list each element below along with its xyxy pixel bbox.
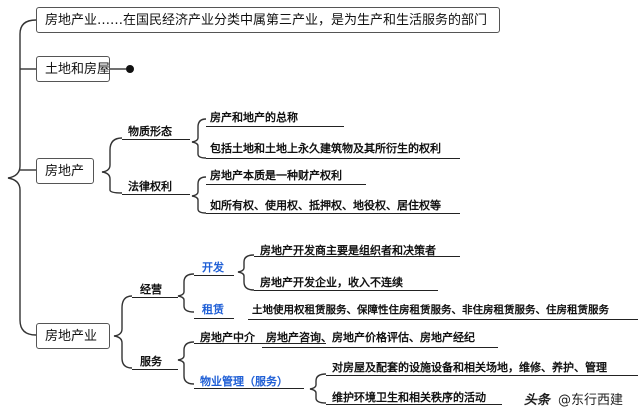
operation-brace: [177, 273, 195, 313]
develop-item-2: 房地产开发企业，收入不连续: [260, 276, 403, 289]
develop-item-1: 房地产开发商主要是组织者和决策者: [260, 244, 436, 257]
property-item-2: 维护环境卫生和相关秩序的活动: [332, 391, 486, 404]
property-brace: [309, 373, 327, 404]
legal-brace: [191, 176, 207, 214]
operation-label: 经营: [140, 283, 162, 296]
realestate-label: 房地产: [45, 163, 85, 179]
service-label: 服务: [140, 355, 162, 368]
property-item-1: 对房屋及配套的设施设备和相关场地，维修、养护、管理: [332, 361, 607, 374]
realestate-box: 房地产: [36, 158, 94, 184]
service-brace: [177, 341, 195, 385]
physical-brace: [191, 118, 207, 159]
land-house-label: 土地和房屋: [45, 61, 111, 77]
bullet-dot: [126, 65, 134, 73]
realestate-brace: [101, 137, 123, 194]
lease-text: 土地使用权租赁服务、保障性住房租赁服务、非住房租赁服务、住房租赁服务: [252, 304, 609, 316]
industry-box: 房地产业: [36, 323, 110, 349]
develop-brace: [237, 254, 255, 291]
root-brace: [7, 19, 37, 336]
definition-text: 房地产业……在国民经济产业分类中属第三产业，是为生产和生活服务的部门: [45, 12, 488, 28]
property-mgmt-label: 物业管理（服务）: [200, 375, 288, 388]
physical-item-1: 房产和地产的总称: [210, 111, 298, 124]
definition-box: 房地产业……在国民经济产业分类中属第三产业，是为生产和生活服务的部门: [36, 7, 500, 33]
lease-label: 租赁: [202, 303, 224, 316]
agency-label: 房地产中介: [200, 331, 255, 344]
develop-label: 开发: [202, 261, 224, 274]
industry-brace: [113, 295, 133, 369]
physical-label: 物质形态: [128, 125, 172, 138]
land-house-box: 土地和房屋: [36, 56, 110, 82]
legal-item-1: 房地产本质是一种财产权利: [210, 169, 342, 182]
physical-item-2: 包括土地和土地上永久建筑物及其所衍生的权利: [210, 142, 441, 155]
watermark: 头条 @东行西建: [520, 388, 626, 409]
watermark-text: @东行西建: [557, 393, 623, 408]
legal-label: 法律权利: [128, 180, 172, 193]
industry-label: 房地产业: [45, 328, 98, 344]
legal-item-2: 如所有权、使用权、抵押权、地役权、居住权等: [210, 199, 441, 212]
agency-text: 房地产咨询、房地产价格评估、房地产经纪: [266, 331, 475, 344]
watermark-logo: 头条: [523, 393, 550, 408]
